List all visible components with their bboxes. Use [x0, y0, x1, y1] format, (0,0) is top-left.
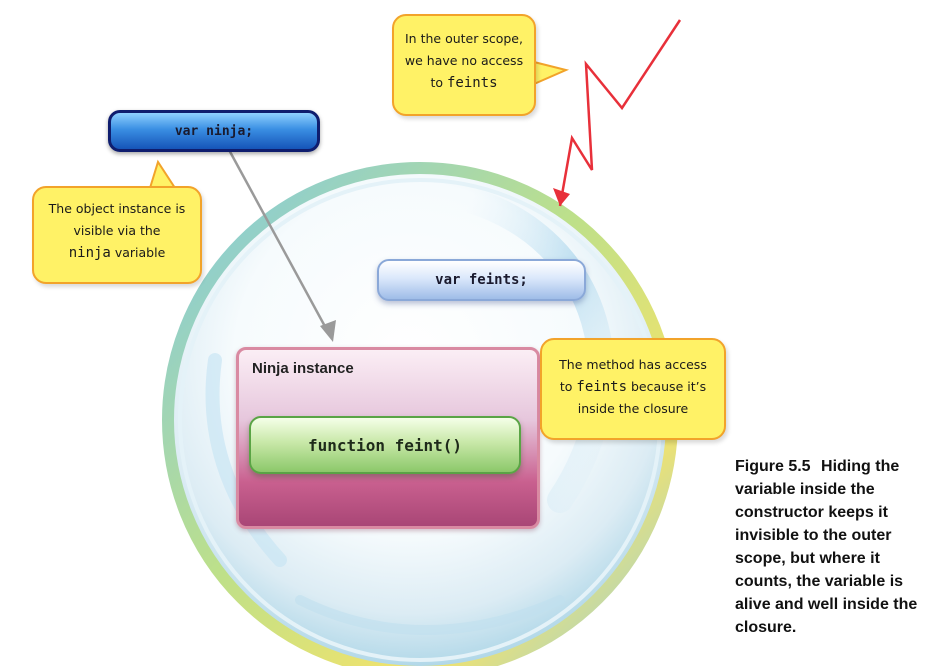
note-object-line3: ninja variable — [34, 242, 200, 264]
note-outer-code: feints — [446, 75, 498, 91]
note-object-code: ninja — [68, 245, 111, 261]
note-outer-scope: In the outer scope, we have no access to… — [392, 14, 536, 116]
note-outer-prefix: to — [430, 75, 447, 90]
note-method-access: The method has access to feints because … — [540, 338, 726, 440]
note-outer-line2: we have no access — [404, 53, 524, 68]
ninja-reference-arrow — [226, 147, 330, 333]
note-outer-line3: to feints — [394, 72, 534, 94]
ninja-variable-pill: var ninja; — [108, 110, 320, 152]
feint-function-code: function feint() — [307, 435, 463, 455]
note-outer-line1: In the outer scope, — [405, 31, 523, 46]
note-object-line1: The object instance is — [48, 201, 186, 216]
reference-arrowhead — [320, 320, 336, 342]
lightning-arrowhead — [553, 188, 570, 206]
note-object-line2: visible via the — [73, 223, 161, 238]
note-method-line1: The method has access — [559, 357, 707, 372]
note-method-line3: inside the closure — [577, 401, 689, 416]
figure-number: Figure 5.5 — [735, 458, 811, 475]
ninja-instance-label: Ninja instance — [252, 360, 354, 377]
caption-text: Hiding the variable inside the construct… — [735, 458, 918, 636]
feint-function-pill: function feint() — [249, 416, 521, 474]
note-method-code: feints — [576, 379, 627, 395]
feints-variable-pill: var feints; — [377, 259, 586, 301]
feints-variable-code: var feints; — [435, 272, 528, 288]
note-tail-object — [148, 159, 177, 189]
ninja-variable-code: var ninja; — [174, 123, 254, 139]
note-tail-outer — [533, 60, 570, 86]
no-access-lightning — [558, 19, 682, 207]
note-object-instance: The object instance is visible via the n… — [32, 186, 202, 284]
note-object-suffix: variable — [110, 245, 166, 260]
figure-caption: Figure 5.5 Hiding the variable inside th… — [735, 455, 940, 639]
note-method-prefix: to — [559, 379, 577, 394]
note-method-suffix: because it’s — [627, 379, 707, 394]
note-method-line2: to feints because it’s — [542, 376, 724, 398]
